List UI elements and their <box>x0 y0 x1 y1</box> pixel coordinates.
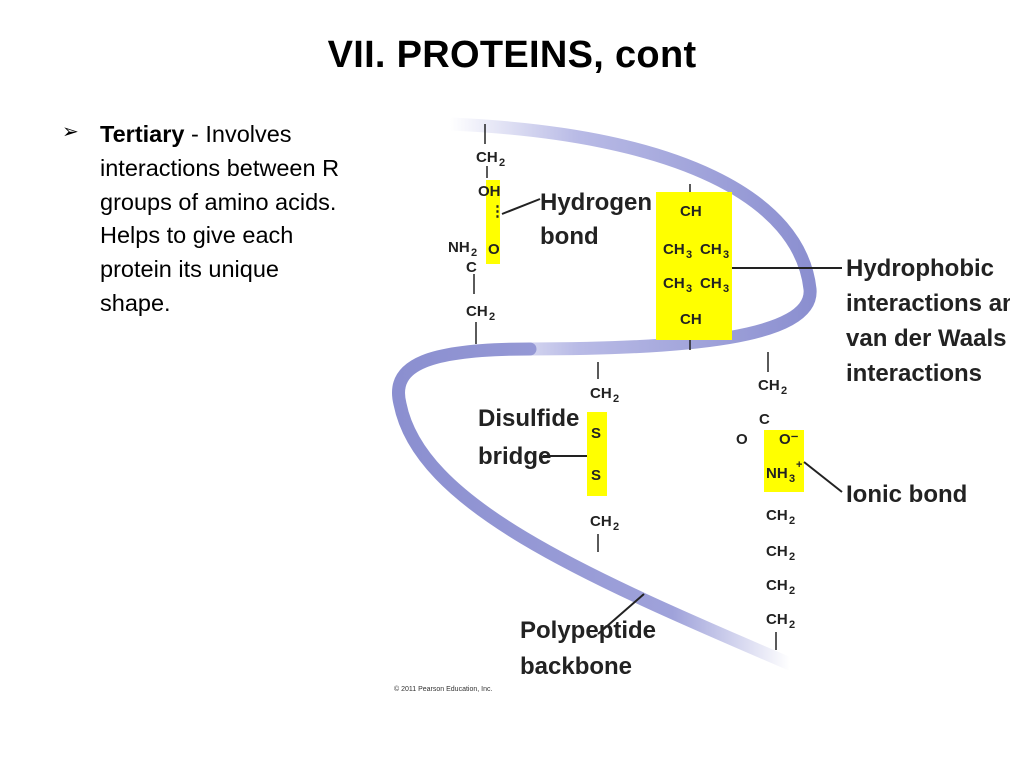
disulfide-group: CH 2 S S CH 2 <box>543 362 619 552</box>
svg-text:3: 3 <box>686 249 692 261</box>
chem-ch2-bottom: CH <box>466 303 488 320</box>
svg-text:CH: CH <box>766 543 788 560</box>
svg-text:2: 2 <box>789 619 795 631</box>
svg-text:CH: CH <box>590 385 612 402</box>
svg-text:NH: NH <box>766 465 788 482</box>
svg-text:2: 2 <box>781 385 787 397</box>
label-interactions: interactions <box>846 360 982 387</box>
svg-text:S: S <box>591 467 601 484</box>
ionic-highlight <box>764 430 804 492</box>
svg-text:CH: CH <box>700 275 722 292</box>
chem-oh: OH <box>478 183 501 200</box>
chem-c: C <box>466 259 477 276</box>
label-hydrogen: Hydrogen <box>540 189 652 216</box>
svg-text:CH: CH <box>663 241 685 258</box>
svg-text:3: 3 <box>723 249 729 261</box>
ionic-group: CH 2 C O O⁻ NH 3 + CH 2 CH 2 CH 2 CH 2 <box>736 352 843 650</box>
hbond-highlight <box>486 180 500 264</box>
label-hydrophobic: Hydrophobic <box>846 255 994 282</box>
svg-text:CH: CH <box>663 275 685 292</box>
svg-text:CH: CH <box>680 311 702 328</box>
credit-text: © 2011 Pearson Education, Inc. <box>394 685 492 693</box>
svg-text:2: 2 <box>789 551 795 563</box>
hydrogen-bond-group: CH 2 OH ⋮ O NH 2 C CH 2 <box>448 124 541 344</box>
svg-text:2: 2 <box>489 311 495 323</box>
chem-nh2: NH <box>448 239 470 256</box>
svg-text:3: 3 <box>686 283 692 295</box>
bullet-text: Tertiary - Involves interactions between… <box>100 118 350 321</box>
label-disulfide: Disulfide <box>478 405 579 432</box>
bullet-body: - Involves interactions between R groups… <box>100 121 340 316</box>
svg-text:2: 2 <box>499 157 505 169</box>
svg-text:2: 2 <box>613 521 619 533</box>
hydrophobic-highlight <box>656 192 732 340</box>
svg-text:O⁻: O⁻ <box>779 431 799 448</box>
svg-text:S: S <box>591 425 601 442</box>
svg-text:CH: CH <box>758 377 780 394</box>
protein-tertiary-diagram: CH 2 OH ⋮ O NH 2 C CH 2 CH CH 3 CH 3 CH … <box>392 117 1010 693</box>
backbone-pointer <box>597 593 645 635</box>
chem-ch2-top: CH <box>476 149 498 166</box>
svg-text:CH: CH <box>766 611 788 628</box>
svg-text:CH: CH <box>766 507 788 524</box>
label-van-der-waals: van der Waals <box>846 325 1007 352</box>
bullet-term: Tertiary <box>100 121 185 147</box>
svg-text:2: 2 <box>789 515 795 527</box>
chem-o: O <box>488 241 500 258</box>
label-ionic-bond: Ionic bond <box>846 481 967 508</box>
svg-text:2: 2 <box>789 585 795 597</box>
svg-text:⋮: ⋮ <box>490 203 505 220</box>
svg-text:CH: CH <box>766 577 788 594</box>
backbone-ribbon-upper <box>443 117 817 356</box>
svg-text:2: 2 <box>613 393 619 405</box>
arrow-bullet-icon: ➢ <box>62 121 79 143</box>
label-polypeptide: Polypeptide <box>520 617 656 644</box>
label-backbone: backbone <box>520 653 632 680</box>
svg-text:CH: CH <box>680 203 702 220</box>
label-bond: bond <box>540 223 599 250</box>
hydrophobic-group: CH CH 3 CH 3 CH 3 CH 3 CH <box>656 184 842 350</box>
svg-text:CH: CH <box>590 513 612 530</box>
svg-text:2: 2 <box>471 247 477 259</box>
slide-title: VII. PROTEINS, cont <box>327 34 697 76</box>
svg-text:O: O <box>736 431 748 448</box>
svg-text:CH: CH <box>700 241 722 258</box>
svg-text:3: 3 <box>789 473 795 485</box>
svg-text:3: 3 <box>723 283 729 295</box>
disulfide-highlight <box>587 412 607 496</box>
svg-text:C: C <box>759 411 770 428</box>
label-interactions-and: interactions and <box>846 290 1010 317</box>
label-bridge: bridge <box>478 443 551 470</box>
backbone-ribbon-lower <box>392 342 797 671</box>
svg-text:+: + <box>796 459 802 471</box>
